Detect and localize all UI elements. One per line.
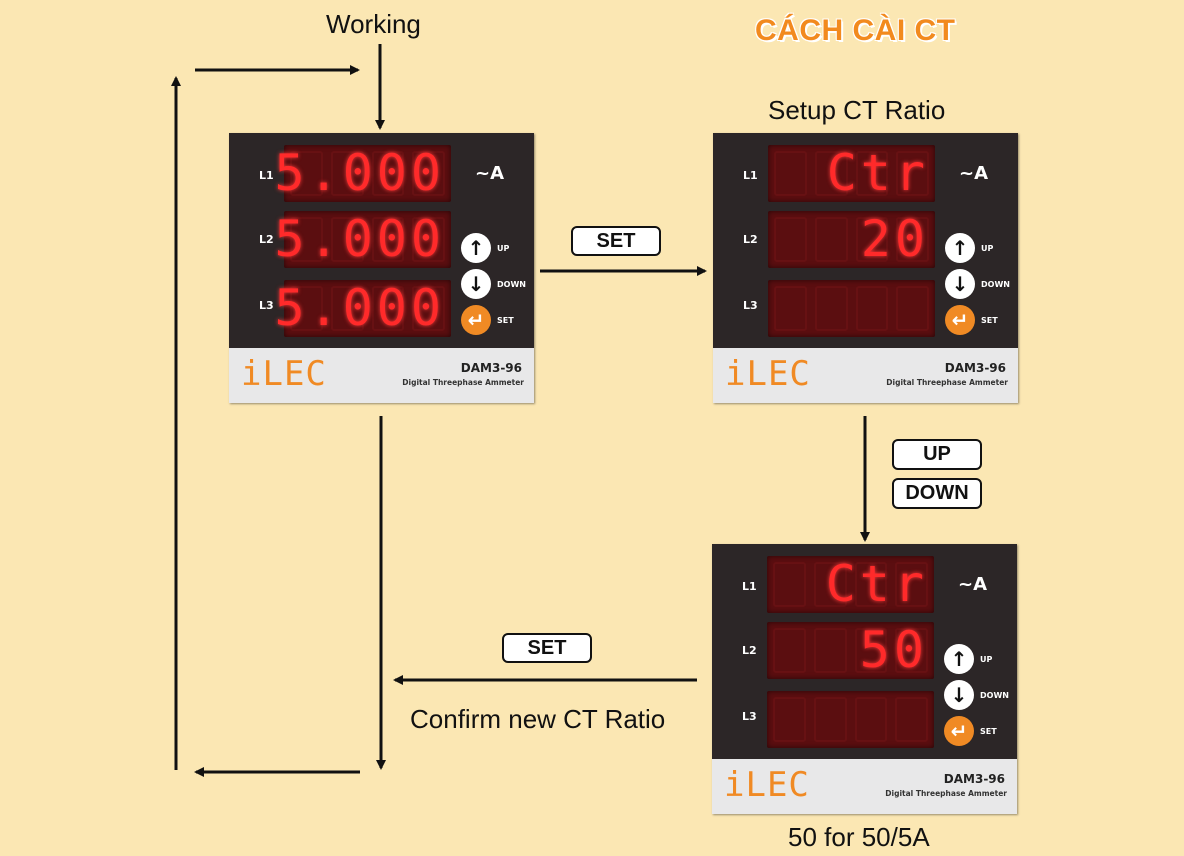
meter-faceplate: iLEC DAM3-96 Digital Threephase Ammeter: [229, 348, 534, 403]
display-l3: [768, 280, 935, 337]
meter-faceplate: iLEC DAM3-96 Digital Threephase Ammeter: [712, 759, 1017, 814]
row-label-l3: L3: [259, 299, 274, 312]
model-label: DAM3-96: [944, 772, 1005, 786]
unit-label: ~A: [475, 163, 504, 184]
model-label: DAM3-96: [945, 361, 1006, 375]
up-arrow-icon: ↑: [461, 233, 491, 263]
key-set-label: SET: [497, 316, 514, 325]
key-up-label: UP: [497, 244, 509, 253]
down-arrow-icon: ↓: [461, 269, 491, 299]
brand-logo: iLEC: [724, 765, 810, 805]
enter-icon: ↵: [945, 305, 975, 335]
meter-working: ~A L1 5.000 L2 5.000 L3 5.000 ↑ UP ↓ DOW…: [229, 133, 534, 403]
row-label-l1: L1: [743, 169, 758, 182]
display-l2: 50: [767, 622, 934, 679]
model-label: DAM3-96: [461, 361, 522, 375]
unit-label: ~A: [959, 163, 988, 184]
meter-faceplate: iLEC DAM3-96 Digital Threephase Ammeter: [713, 348, 1018, 403]
display-l3: 5.000: [284, 280, 451, 337]
display-l2-value: 5.000: [274, 211, 445, 268]
display-l2-value: 20: [861, 211, 929, 268]
display-l2: 5.000: [284, 211, 451, 268]
display-l2: 20: [768, 211, 935, 268]
model-description: Digital Threephase Ammeter: [886, 378, 1008, 387]
row-label-l2: L2: [742, 644, 757, 657]
row-label-l2: L2: [259, 233, 274, 246]
brand-logo: iLEC: [241, 354, 327, 394]
key-down-label: DOWN: [981, 280, 1010, 289]
down-arrow-icon: ↓: [945, 269, 975, 299]
key-up-label: UP: [981, 244, 993, 253]
row-label-l2: L2: [743, 233, 758, 246]
brand-logo: iLEC: [725, 354, 811, 394]
display-l1-value: 5.000: [274, 145, 445, 202]
key-down-label: DOWN: [980, 691, 1009, 700]
display-l1: 5.000: [284, 145, 451, 202]
up-arrow-icon: ↑: [945, 233, 975, 263]
up-arrow-icon: ↑: [944, 644, 974, 674]
display-l1: Ctr: [767, 556, 934, 613]
key-up-label: UP: [980, 655, 992, 664]
meter-setup: ~A L1 Ctr L2 20 L3 ↑ UP ↓ DOWN ↵ SET iLE…: [713, 133, 1018, 403]
model-description: Digital Threephase Ammeter: [402, 378, 524, 387]
key-set-label: SET: [981, 316, 998, 325]
meter-confirm: ~A L1 Ctr L2 50 L3 ↑ UP ↓ DOWN ↵ SET iLE…: [712, 544, 1017, 814]
row-label-l3: L3: [742, 710, 757, 723]
display-l1: Ctr: [768, 145, 935, 202]
model-description: Digital Threephase Ammeter: [885, 789, 1007, 798]
display-l1-value: Ctr: [827, 145, 929, 202]
display-l1-value: Ctr: [826, 556, 928, 613]
enter-icon: ↵: [944, 716, 974, 746]
display-l3: [767, 691, 934, 748]
unit-label: ~A: [958, 574, 987, 595]
enter-icon: ↵: [461, 305, 491, 335]
display-l3-value: 5.000: [274, 280, 445, 337]
row-label-l3: L3: [743, 299, 758, 312]
down-arrow-icon: ↓: [944, 680, 974, 710]
key-set-label: SET: [980, 727, 997, 736]
row-label-l1: L1: [259, 169, 274, 182]
key-down-label: DOWN: [497, 280, 526, 289]
display-l2-value: 50: [860, 622, 928, 679]
row-label-l1: L1: [742, 580, 757, 593]
